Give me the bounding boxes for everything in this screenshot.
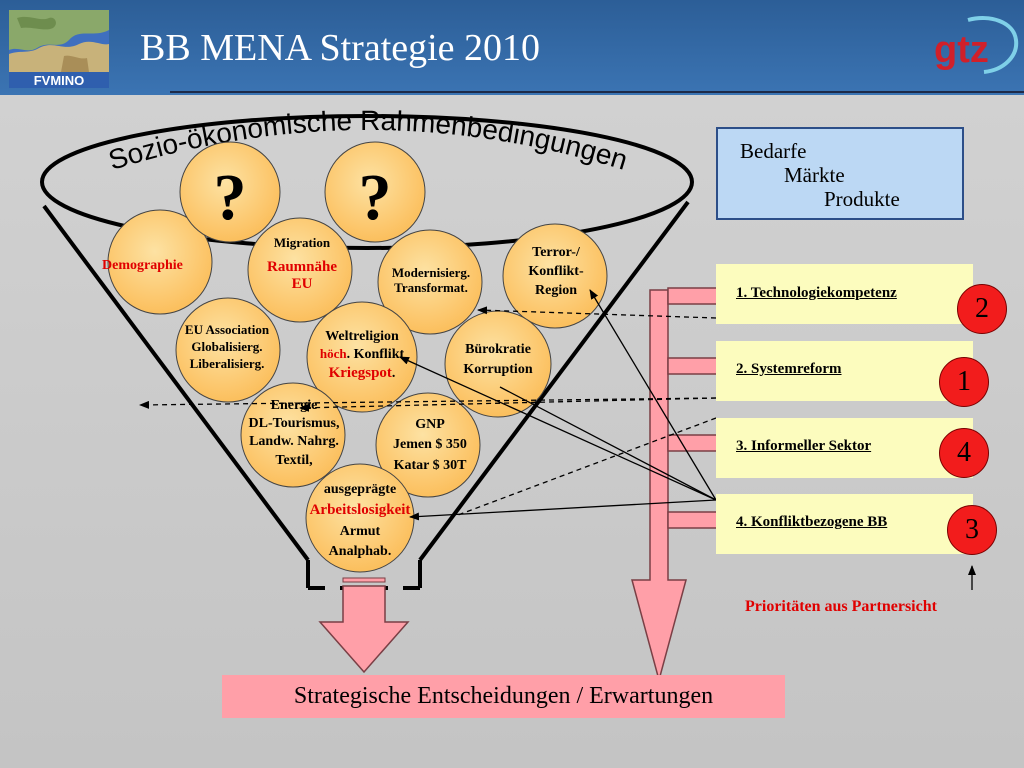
factor-buerokratie-line2: Korruption bbox=[463, 361, 533, 377]
factor-migration-line1: Migration bbox=[273, 235, 331, 250]
factor-eu-association-line3: Liberalisierg. bbox=[189, 355, 265, 371]
factor-energie-line1: Energie bbox=[270, 398, 318, 413]
bottom-banner: Strategische Entscheidungen / Erwartunge… bbox=[222, 675, 785, 718]
funnel-rim bbox=[40, 114, 694, 250]
strategy-label-3: 3. Informeller Sektor bbox=[736, 438, 872, 454]
bedarfe-line3: Produkte bbox=[824, 187, 900, 211]
bedarfe-box: Bedarfe Märkte Produkte bbox=[716, 127, 964, 220]
factor-eu-association: EU Association Globalisierg. Liberalisie… bbox=[170, 322, 284, 373]
factor-weltreligion-line2a: höch bbox=[319, 346, 347, 362]
ball-weltreligion bbox=[306, 301, 418, 413]
factor-weltreligion: Weltreligion höch. Konflikt Kriegspot. bbox=[300, 328, 424, 384]
connection-lines bbox=[139, 289, 976, 590]
factor-energie-line4: Textil, bbox=[275, 452, 313, 468]
factor-gnp-line3: Katar $ 30T bbox=[393, 457, 467, 473]
question-mark-1: ? bbox=[213, 161, 247, 234]
ball-question-2 bbox=[324, 141, 426, 243]
priority-badge-2: 1 bbox=[939, 357, 989, 407]
factor-eu-association-line2: Globalisierg. bbox=[191, 338, 263, 354]
factor-terror: Terror-/ Konflikt- Region bbox=[508, 244, 604, 301]
factor-weltreligion-line3a: Kriegspot bbox=[328, 365, 392, 382]
funnel-outline bbox=[42, 200, 690, 590]
ball-terror bbox=[502, 223, 608, 329]
factor-migration-line2: Raumnähe bbox=[266, 258, 337, 275]
fvmino-logo-text: FVMINO bbox=[34, 73, 85, 88]
strategy-box-2: 2. Systemreform bbox=[716, 341, 973, 401]
pink-down-arrow bbox=[631, 287, 719, 683]
bedarfe-line2: Märkte bbox=[784, 163, 845, 187]
priority-note: Prioritäten aus Partnersicht bbox=[745, 598, 937, 615]
factor-weltreligion-line3b: . bbox=[391, 366, 396, 382]
factor-balls bbox=[107, 141, 608, 573]
factor-gnp-line2: Jemen $ 350 bbox=[393, 437, 467, 453]
strategy-box-3: 3. Informeller Sektor bbox=[716, 418, 973, 478]
factor-modernisierung-line2: Transformat. bbox=[394, 279, 468, 295]
factor-terror-line2: Konflikt- bbox=[528, 263, 584, 279]
fvmino-map-logo-icon: FVMINO bbox=[9, 10, 109, 88]
factor-modernisierung-line1: Modernisierg. bbox=[391, 265, 471, 280]
ball-gnp bbox=[375, 392, 481, 498]
ball-energie bbox=[240, 382, 346, 488]
factor-weltreligion-line2b: . Konflikt bbox=[346, 347, 405, 363]
strategy-label-2: 2. Systemreform bbox=[736, 361, 842, 377]
factor-buerokratie-line1: Bürokratie bbox=[465, 342, 531, 357]
factor-arbeitslosigkeit-line2: Arbeitslosigkeit bbox=[309, 502, 411, 519]
strategy-box-1: 1. Technologiekompetenz bbox=[716, 264, 973, 324]
question-mark-2: ? bbox=[358, 161, 392, 234]
factor-migration: Migration Raumnähe EU bbox=[250, 235, 354, 293]
factor-gnp-line1: GNP bbox=[415, 417, 445, 432]
title-bar bbox=[0, 0, 1024, 95]
factor-terror-line1: Terror-/ bbox=[532, 245, 580, 260]
bedarfe-line1: Bedarfe bbox=[740, 139, 807, 163]
factor-eu-association-line1: EU Association bbox=[184, 322, 270, 337]
factor-arbeitslosigkeit: ausgeprägte Arbeitslosigkeit Armut Analp… bbox=[290, 480, 430, 563]
factor-demographie: Demographie bbox=[102, 258, 183, 273]
factor-energie-line3: Landw. Nahrg. bbox=[249, 434, 339, 450]
factor-energie-line2: DL-Tourismus, bbox=[248, 416, 340, 432]
factor-weltreligion-line2: höch. Konflikt bbox=[300, 346, 424, 364]
priority-badge-1: 2 bbox=[957, 284, 1007, 334]
gtz-logo-icon: gtz bbox=[934, 16, 1019, 74]
factor-terror-line3: Region bbox=[535, 282, 577, 298]
factor-arbeitslosigkeit-line3: Armut bbox=[339, 524, 381, 540]
strategy-label-4: 4. Konfliktbezogene BB bbox=[736, 514, 888, 530]
gtz-logo-text: gtz bbox=[934, 29, 989, 71]
ball-modernisierung bbox=[377, 229, 483, 335]
factor-migration-line3: EU bbox=[291, 276, 313, 293]
factor-buerokratie: Bürokratie Korruption bbox=[450, 340, 546, 379]
strategy-box-4: 4. Konfliktbezogene BB bbox=[716, 494, 973, 554]
factor-modernisierung: Modernisierg. Transformat. bbox=[378, 265, 484, 296]
factor-arbeitslosigkeit-line4: Analphab. bbox=[328, 544, 392, 560]
priority-badge-4: 3 bbox=[947, 505, 997, 555]
factor-weltreligion-line1: Weltreligion bbox=[325, 329, 399, 344]
slide-title: BB MENA Strategie 2010 bbox=[140, 27, 541, 69]
ball-question-1 bbox=[179, 141, 281, 243]
fvmino-logo: FVMINO bbox=[9, 10, 109, 88]
funnel-output-arrow bbox=[318, 577, 410, 674]
ball-eu-association bbox=[175, 297, 281, 403]
ball-demographie bbox=[107, 209, 213, 315]
priority-badge-3: 4 bbox=[939, 428, 989, 478]
gtz-logo: gtz bbox=[928, 14, 1020, 78]
factor-weltreligion-line3: Kriegspot. bbox=[300, 364, 424, 384]
title-underline bbox=[170, 91, 1024, 93]
strategy-label-1: 1. Technologiekompetenz bbox=[736, 285, 897, 301]
factor-gnp: GNP Jemen $ 350 Katar $ 30T bbox=[380, 415, 480, 476]
ball-migration bbox=[247, 217, 353, 323]
factor-arbeitslosigkeit-line1: ausgeprägte bbox=[323, 482, 397, 497]
factor-energie: Energie DL-Tourismus, Landw. Nahrg. Text… bbox=[236, 397, 352, 470]
